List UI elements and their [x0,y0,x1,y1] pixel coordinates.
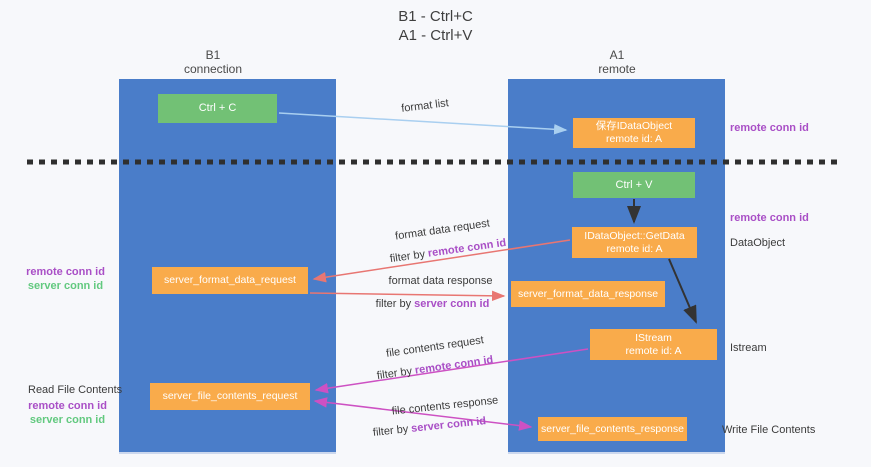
save-dataobject-line1: 保存IDataObject [595,120,673,132]
arrow-getdata-to-istream [668,258,697,324]
left-conn-id-labels-bottom: remote conn id server conn id [20,399,115,427]
istream-box: IStream remote id: A [590,329,717,360]
save-dataobject-line2: remote id: A [605,133,663,145]
left-server-conn-id-2: server conn id [29,414,106,426]
filter-by-text: filter by [375,298,412,310]
format-data-response-label: format data response [388,275,493,287]
arrow-file-contents-response [313,397,533,431]
right-remote-conn-id-mid: remote conn id [730,212,809,224]
istream-side-label: Istream [730,342,767,354]
left-server-conn-id-1: server conn id [27,280,104,292]
left-remote-conn-id-1: remote conn id [26,266,105,278]
lane-header-b1: B1 connection [153,48,273,76]
arrow-format-list [278,112,568,135]
ctrl-v-box: Ctrl + V [573,172,695,198]
arrow-file-contents-request [314,348,589,394]
server-format-data-request-box: server_format_data_request [152,267,308,294]
server-file-contents-response-box: server_file_contents_response [538,417,687,441]
ctrl-c-label: Ctrl + C [198,102,237,114]
lane-header-a1: A1 remote [557,48,677,76]
getdata-box: IDataObject::GetData remote id: A [572,227,697,258]
write-file-contents-label: Write File Contents [722,424,816,436]
server-file-contents-request-box: server_file_contents_request [150,383,310,410]
left-conn-id-labels-top: remote conn id server conn id [18,265,113,293]
arrow-format-data-response [309,290,506,302]
ctrl-v-label: Ctrl + V [615,178,653,191]
server-format-data-response-label: server_format_data_response [517,287,659,300]
server-file-contents-request-label: server_file_contents_request [162,390,298,402]
lane-a1-role: remote [598,62,636,76]
server-format-data-response-box: server_format_data_response [511,281,665,307]
right-remote-conn-id-top: remote conn id [730,122,809,134]
save-dataobject-box: 保存IDataObject remote id: A [573,118,695,148]
getdata-line2: remote id: A [606,242,663,255]
page-title: B1 - Ctrl+C A1 - Ctrl+V [0,7,871,45]
dataobject-label: DataObject [730,237,786,249]
lane-a1-name: A1 [609,48,625,62]
server-format-data-request-label: server_format_data_request [164,274,296,286]
ctrl-c-box: Ctrl + C [158,94,277,123]
read-file-contents-label: Read File Contents [28,384,123,396]
server-file-contents-response-label: server_file_contents_response [540,422,684,435]
getdata-line1: IDataObject::GetData [584,229,685,242]
istream-line1: IStream [635,331,672,344]
title-line-a1: A1 - Ctrl+V [398,27,473,44]
lane-b1-name: B1 [205,48,221,62]
title-line-b1: B1 - Ctrl+C [398,8,473,25]
istream-line2: remote id: A [625,344,682,357]
left-remote-conn-id-2: remote conn id [28,400,107,412]
lane-b1-role: connection [183,62,243,76]
server-conn-id-text: server conn id [414,298,490,310]
arrow-format-data-request [312,239,571,283]
